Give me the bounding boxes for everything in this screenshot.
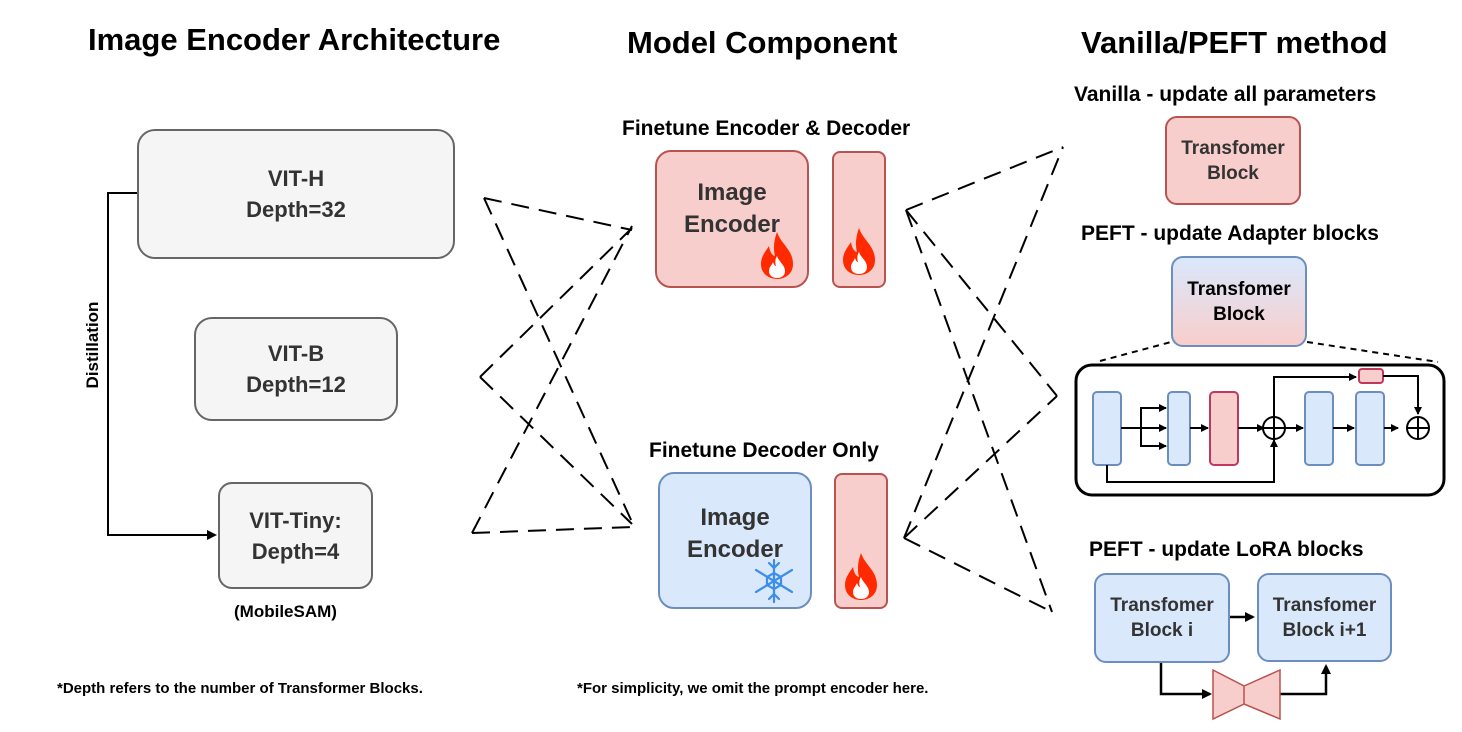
image-encoder-line1: Image (697, 179, 767, 206)
distillation-arrow (107, 192, 217, 540)
lora-block-i1-line1: Transfomer (1272, 594, 1377, 616)
lora-low-rank-module (1212, 668, 1281, 721)
lora-block-i: Transfomer Block i (1094, 573, 1230, 663)
image-encoder-trainable: Image Encoder (655, 150, 809, 288)
fire-icon (845, 553, 877, 600)
heading-model-component: Model Component (627, 25, 898, 60)
adapter-module (1209, 391, 1239, 466)
vanilla-block-line2: Block (1207, 162, 1259, 184)
adapter-layer-4 (1355, 391, 1385, 466)
fire-icon (843, 228, 875, 275)
sum-icon (1262, 416, 1286, 440)
depth-footnote: *Depth refers to the number of Transform… (57, 680, 423, 697)
adapter-block-line1: Transfomer (1187, 278, 1291, 300)
image-encoder-frozen-line2: Encoder (686, 535, 784, 563)
finetune-both-title: Finetune Encoder & Decoder (622, 117, 911, 140)
lora-connectors (1159, 612, 1331, 699)
adapter-layer-2 (1167, 391, 1191, 466)
adapter-title: PEFT - update Adapter blocks (1081, 222, 1379, 245)
vanilla-transformer-block: Transfomer Block (1165, 116, 1301, 205)
image-encoder-frozen: Image Encoder (658, 472, 812, 609)
lora-block-i1: Transfomer Block i+1 (1257, 573, 1392, 662)
snowflake-icon (754, 558, 794, 604)
vit-h-depth: Depth=32 (246, 197, 346, 222)
sum-icon (1406, 416, 1430, 440)
vit-b-depth: Depth=12 (246, 372, 346, 397)
vanilla-block-line1: Transfomer (1181, 137, 1285, 159)
vit-tiny-depth: Depth=4 (251, 538, 340, 564)
vit-b-name: VIT-B (267, 341, 325, 366)
adapter-layer-3 (1304, 391, 1334, 466)
vit-h-name: VIT-H (267, 166, 325, 191)
finetune-decoder-title: Finetune Decoder Only (649, 439, 879, 462)
lora-block-i-line2: Block i (1130, 620, 1194, 641)
heading-encoder-architecture: Image Encoder Architecture (88, 22, 501, 57)
adapter-block-line2: Block (1213, 303, 1265, 325)
heading-peft-method: Vanilla/PEFT method (1081, 25, 1388, 60)
vit-tiny-name: VIT-Tiny: (249, 507, 342, 533)
image-encoder-line2: Encoder (683, 211, 781, 238)
lora-title: PEFT - update LoRA blocks (1089, 538, 1364, 561)
component-to-method-connectors (903, 146, 1064, 613)
simplicity-footnote: *For simplicity, we omit the prompt enco… (577, 680, 929, 697)
adapter-zoom-lines (1099, 341, 1439, 363)
fire-icon (761, 232, 793, 279)
mobilesam-label: (MobileSAM) (234, 602, 337, 621)
vit-h-box: VIT-H Depth=32 (137, 129, 455, 259)
adapter-transformer-block: Transfomer Block (1171, 256, 1307, 347)
adapter-small-module (1358, 368, 1384, 384)
vit-b-box: VIT-B Depth=12 (194, 317, 398, 421)
adapter-detail-panel (1074, 363, 1446, 497)
lora-block-i-line1: Transfomer (1110, 595, 1214, 616)
vanilla-title: Vanilla - update all parameters (1074, 83, 1377, 106)
encoder-to-component-connectors (471, 197, 633, 534)
image-encoder-frozen-line1: Image (700, 503, 770, 531)
adapter-layer-1 (1092, 391, 1122, 466)
lora-block-i1-line2: Block i+1 (1282, 619, 1367, 641)
vit-tiny-box: VIT-Tiny: Depth=4 (218, 482, 373, 589)
